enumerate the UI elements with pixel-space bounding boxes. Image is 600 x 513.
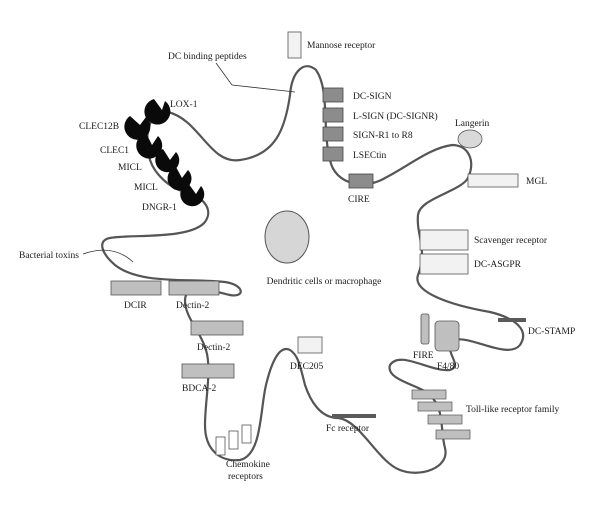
lox1-lectin bbox=[144, 99, 171, 125]
scavenger-receptor-box bbox=[419, 229, 469, 251]
label-fc-receptor: Fc receptor bbox=[326, 424, 370, 434]
label-f4-80: F4/80 bbox=[437, 362, 459, 372]
label-toll-like: Toll-like receptor family bbox=[466, 404, 559, 415]
label-chemokine-2: receptors bbox=[228, 472, 263, 482]
label-dectin2-lower: Dectin-2 bbox=[197, 343, 230, 353]
chemokine-box-1 bbox=[215, 436, 226, 456]
center-label: Dendritic cells or macrophage bbox=[267, 277, 382, 287]
label-lsectin: LSECtin bbox=[353, 151, 387, 161]
label-cire: CIRE bbox=[348, 195, 370, 205]
l-sign-box bbox=[322, 107, 344, 123]
label-sign-r1-r8: SIGN-R1 to R8 bbox=[353, 131, 413, 141]
langerin-shape bbox=[457, 129, 483, 149]
label-mgl: MGL bbox=[526, 177, 547, 187]
pointer-dc-binding-peptides bbox=[231, 84, 296, 93]
cell-membrane bbox=[101, 65, 525, 474]
chemokine-box-3 bbox=[241, 424, 252, 444]
lsectin-box bbox=[322, 146, 344, 162]
dcir-box bbox=[110, 280, 162, 296]
fc-receptor-bar bbox=[332, 414, 376, 418]
chemokine-box-2 bbox=[228, 430, 239, 450]
label-dngr1: DNGR-1 bbox=[142, 203, 177, 213]
pointer-bacterial-toxins bbox=[82, 249, 134, 263]
mannose-receptor-box bbox=[287, 31, 302, 59]
label-bdca2: BDCA-2 bbox=[182, 384, 217, 394]
dectin2-upper-box bbox=[168, 280, 220, 296]
dc-sign-box bbox=[322, 87, 344, 103]
mgl-box bbox=[467, 173, 519, 188]
dectin2-lower-box bbox=[190, 320, 244, 336]
label-dcir: DCIR bbox=[124, 301, 147, 311]
dc-stamp-bar bbox=[498, 318, 526, 322]
label-dc-binding-peptides: DC binding peptides bbox=[168, 52, 247, 62]
f4-80-box bbox=[434, 320, 460, 352]
tlr-box-2 bbox=[417, 401, 453, 412]
pointer-dc-binding-peptides-tail bbox=[215, 62, 233, 86]
label-dec205: DEC205 bbox=[290, 362, 324, 372]
nucleus bbox=[264, 210, 310, 264]
label-lox1: LOX-1 bbox=[170, 100, 198, 110]
label-micl-1: MICL bbox=[118, 163, 142, 173]
label-dc-stamp: DC-STAMP bbox=[528, 327, 575, 337]
label-dc-asgpr: DC-ASGPR bbox=[474, 260, 522, 270]
tlr-box-4 bbox=[435, 429, 471, 440]
label-dc-sign: DC-SIGN bbox=[353, 92, 392, 102]
dc-asgpr-box bbox=[419, 253, 469, 275]
dec205-box bbox=[297, 336, 323, 354]
label-fire: FIRE bbox=[413, 351, 434, 361]
bdca2-box bbox=[181, 363, 235, 379]
tlr-box-3 bbox=[427, 414, 463, 425]
label-langerin: Langerin bbox=[455, 119, 490, 129]
label-micl-2: MICL bbox=[134, 183, 158, 193]
dngr1-lectin bbox=[180, 183, 205, 207]
fire-box bbox=[420, 313, 430, 345]
label-scavenger-receptor: Scavenger receptor bbox=[474, 236, 548, 246]
label-chemokine-1: Chemokine bbox=[226, 460, 270, 470]
sign-r-box bbox=[322, 126, 344, 142]
label-clec1: CLEC1 bbox=[100, 146, 129, 156]
label-l-sign: L-SIGN (DC-SIGNR) bbox=[353, 111, 438, 122]
label-dectin2-upper: Dectin-2 bbox=[176, 301, 209, 311]
label-bacterial-toxins: Bacterial toxins bbox=[19, 251, 79, 261]
cire-box bbox=[348, 173, 374, 189]
tlr-box-1 bbox=[411, 389, 447, 400]
label-mannose-receptor: Mannose receptor bbox=[307, 41, 376, 51]
clec1-lectin bbox=[136, 133, 163, 159]
label-clec12b: CLEC12B bbox=[79, 122, 119, 132]
micl-1-lectin bbox=[155, 149, 180, 173]
